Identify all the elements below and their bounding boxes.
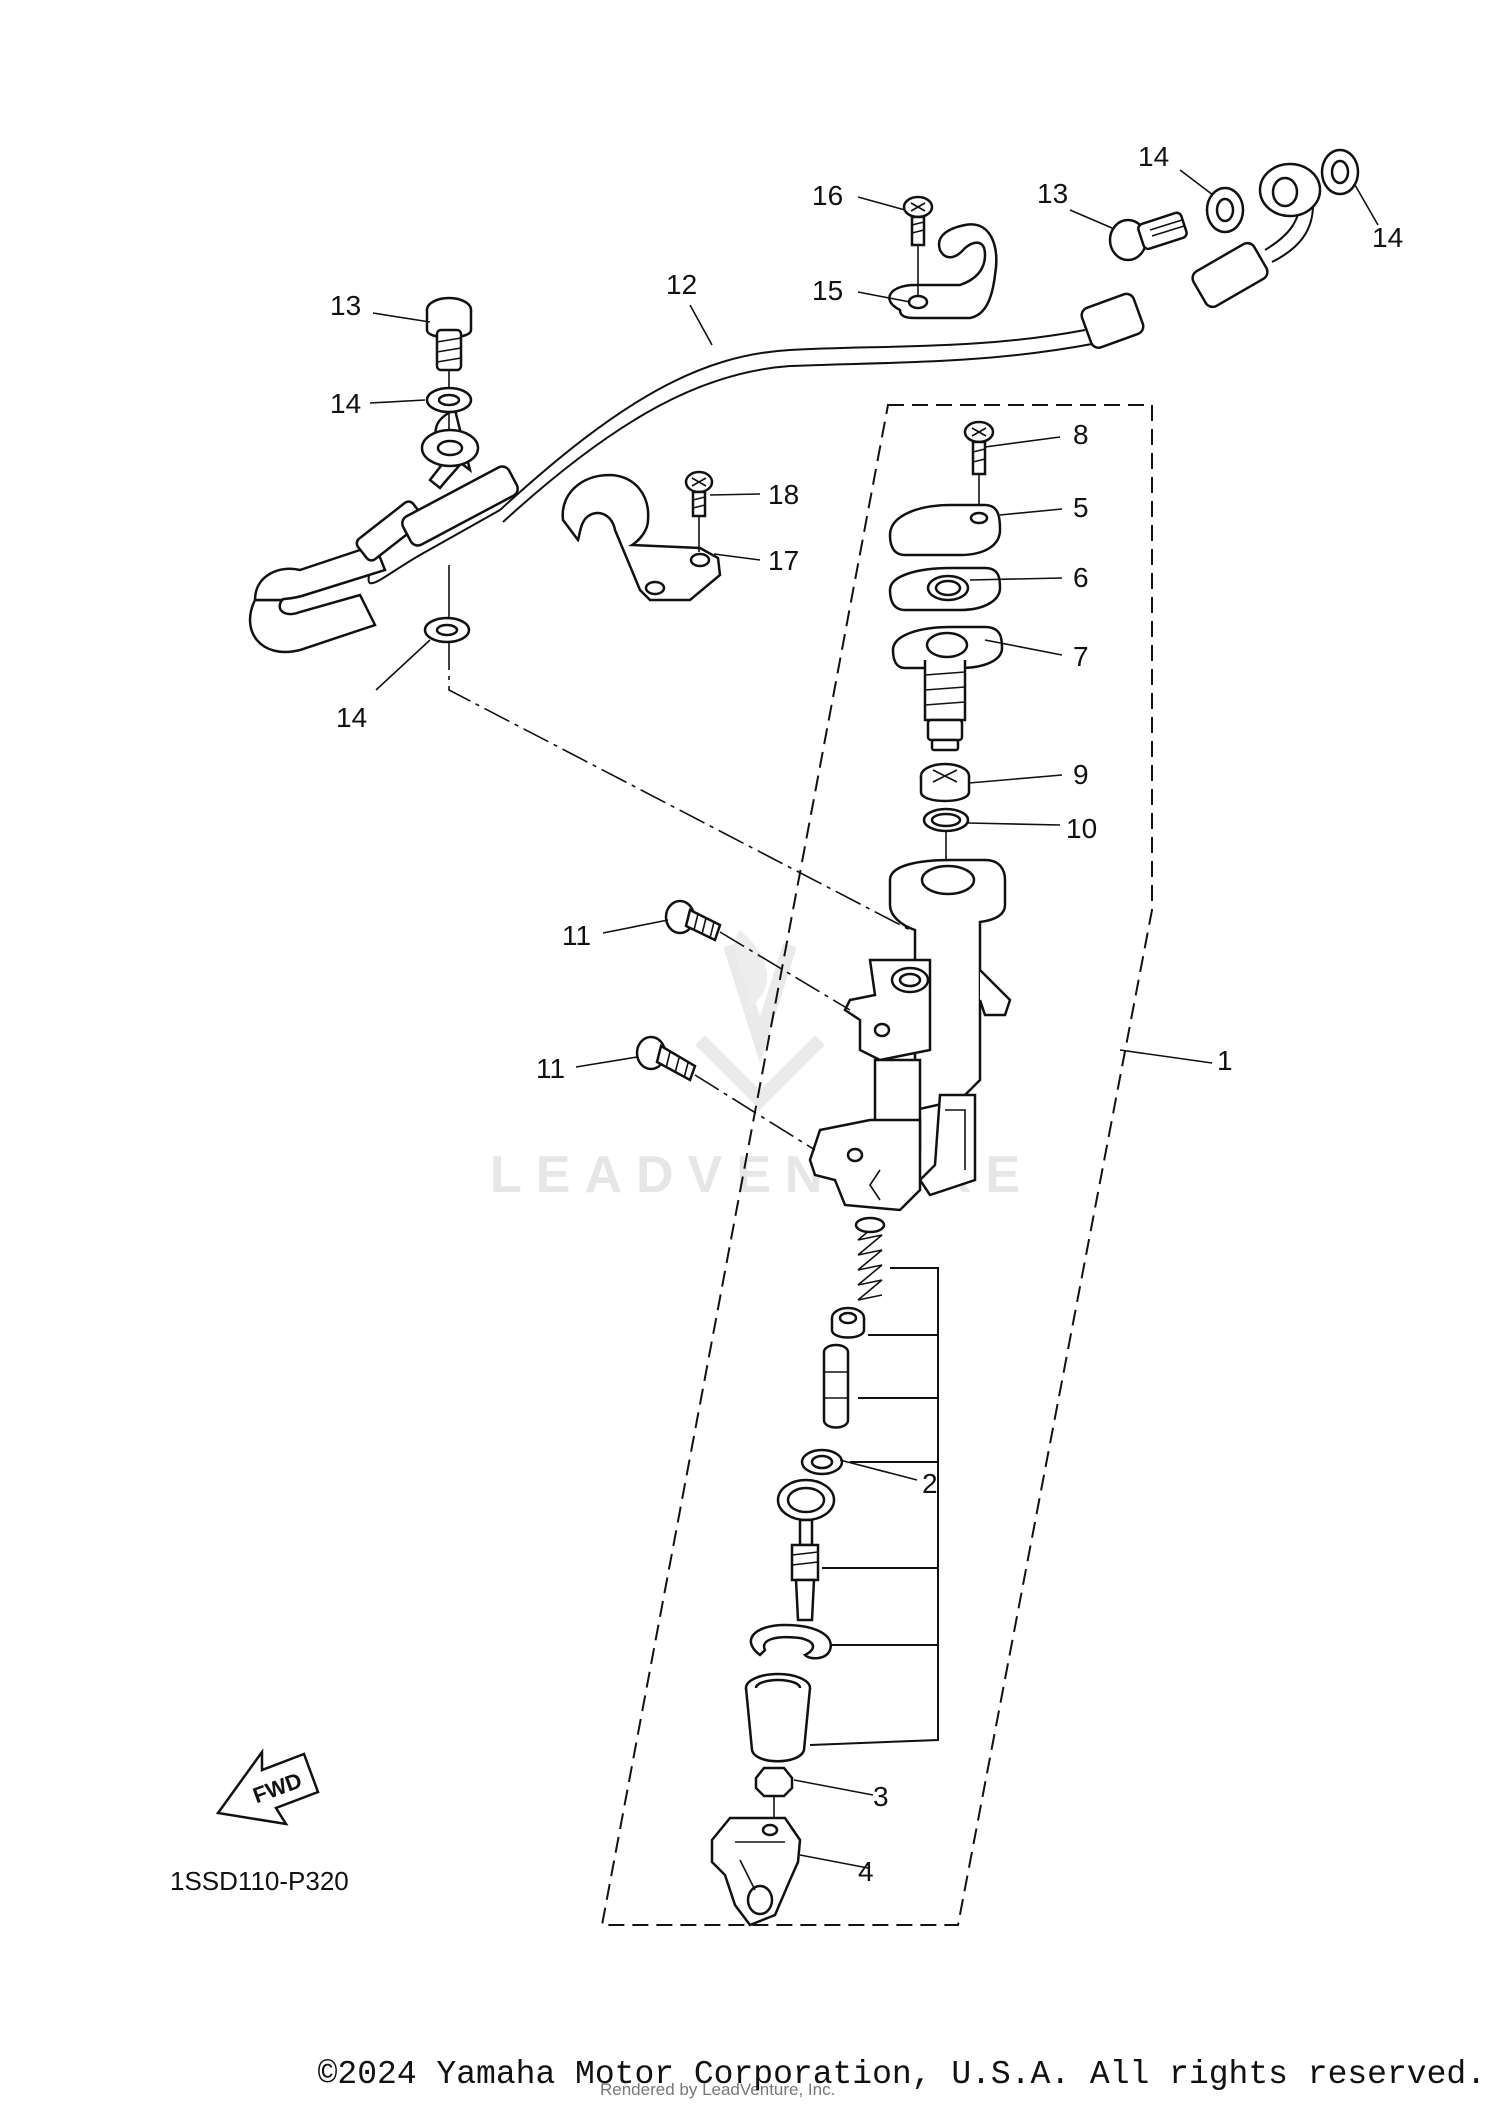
callout-17: 17: [768, 545, 799, 576]
screw-16: [902, 195, 934, 247]
washer-14-left-bottom: [423, 616, 471, 644]
master-cylinder-body: [808, 858, 1012, 1212]
callout-3: 3: [873, 1781, 889, 1812]
callout-14-bottom: 14: [336, 702, 367, 733]
callout-5: 5: [1073, 492, 1089, 523]
union-bolt-13-right: [1108, 211, 1188, 262]
callout-9: 9: [1073, 759, 1089, 790]
washer-14-left-top: [425, 386, 473, 414]
callout-11-lower: 11: [536, 1053, 565, 1084]
callout-10: 10: [1066, 813, 1097, 844]
callout-11-upper: 11: [562, 920, 591, 951]
banjo-fitting-left: [420, 428, 480, 468]
hose-clamp-17: [561, 473, 722, 602]
callout-2: 2: [922, 1468, 938, 1499]
hose-clamp-15: [888, 223, 998, 320]
washer-14-right-outer: [1320, 148, 1360, 196]
diagram-code: 1SSD110-P320: [170, 1866, 349, 1896]
clevis-4: [710, 1816, 802, 1927]
brake-hose: [248, 199, 1314, 654]
callout-8: 8: [1073, 419, 1089, 450]
callout-14-left: 14: [330, 388, 361, 419]
piston: [822, 1343, 850, 1429]
lock-nut-3: [754, 1766, 794, 1798]
centerline-bolt-lower: [694, 1074, 816, 1151]
callout-12: 12: [666, 269, 697, 300]
union-bolt-13-left: [425, 296, 473, 372]
callout-4: 4: [858, 1856, 874, 1887]
bracket-part-2: [809, 1267, 939, 1746]
centerline-hose-to-body: [448, 642, 911, 931]
circlip-10: [922, 807, 970, 833]
washer-14-right-inner: [1205, 186, 1245, 234]
screw-18: [684, 470, 714, 518]
callout-6: 6: [1073, 562, 1089, 593]
rendered-by-note: Rendered by LeadVenture, Inc.: [600, 2080, 836, 2099]
push-rod: [776, 1478, 836, 1622]
callout-14-top: 14: [1138, 141, 1169, 172]
float-9: [919, 762, 971, 803]
diaphragm-plate-6: [888, 566, 1002, 612]
callout-13-right: 13: [1037, 178, 1068, 209]
leader-lines: [369, 169, 1379, 1869]
circlip: [749, 1623, 832, 1660]
callout-14-right: 14: [1372, 222, 1403, 253]
cup-seal-small: [830, 1306, 866, 1339]
banjo-fitting-right: [1258, 162, 1322, 218]
screw-8: [963, 420, 995, 476]
callout-1: 1: [1217, 1045, 1233, 1076]
callout-18: 18: [768, 479, 799, 510]
diaphragm-7: [891, 625, 1004, 752]
callout-7: 7: [1073, 641, 1089, 672]
centerline-bolt-upper: [719, 931, 851, 1011]
fwd-arrow-icon: FWD: [215, 1748, 320, 1826]
cup-seal: [800, 1448, 844, 1476]
copyright-notice: ©2024 Yamaha Motor Corporation, U.S.A. A…: [317, 2056, 1486, 2093]
bolt-11-upper: [664, 899, 722, 942]
spring: [854, 1216, 886, 1301]
bolt-11-lower: [635, 1035, 697, 1082]
callout-16: 16: [812, 180, 843, 211]
callout-15: 15: [812, 275, 843, 306]
assembly-outline: [600, 404, 1153, 1926]
reservoir-cap-5: [888, 503, 1002, 557]
callout-13-left: 13: [330, 290, 361, 321]
dust-boot: [744, 1672, 812, 1763]
